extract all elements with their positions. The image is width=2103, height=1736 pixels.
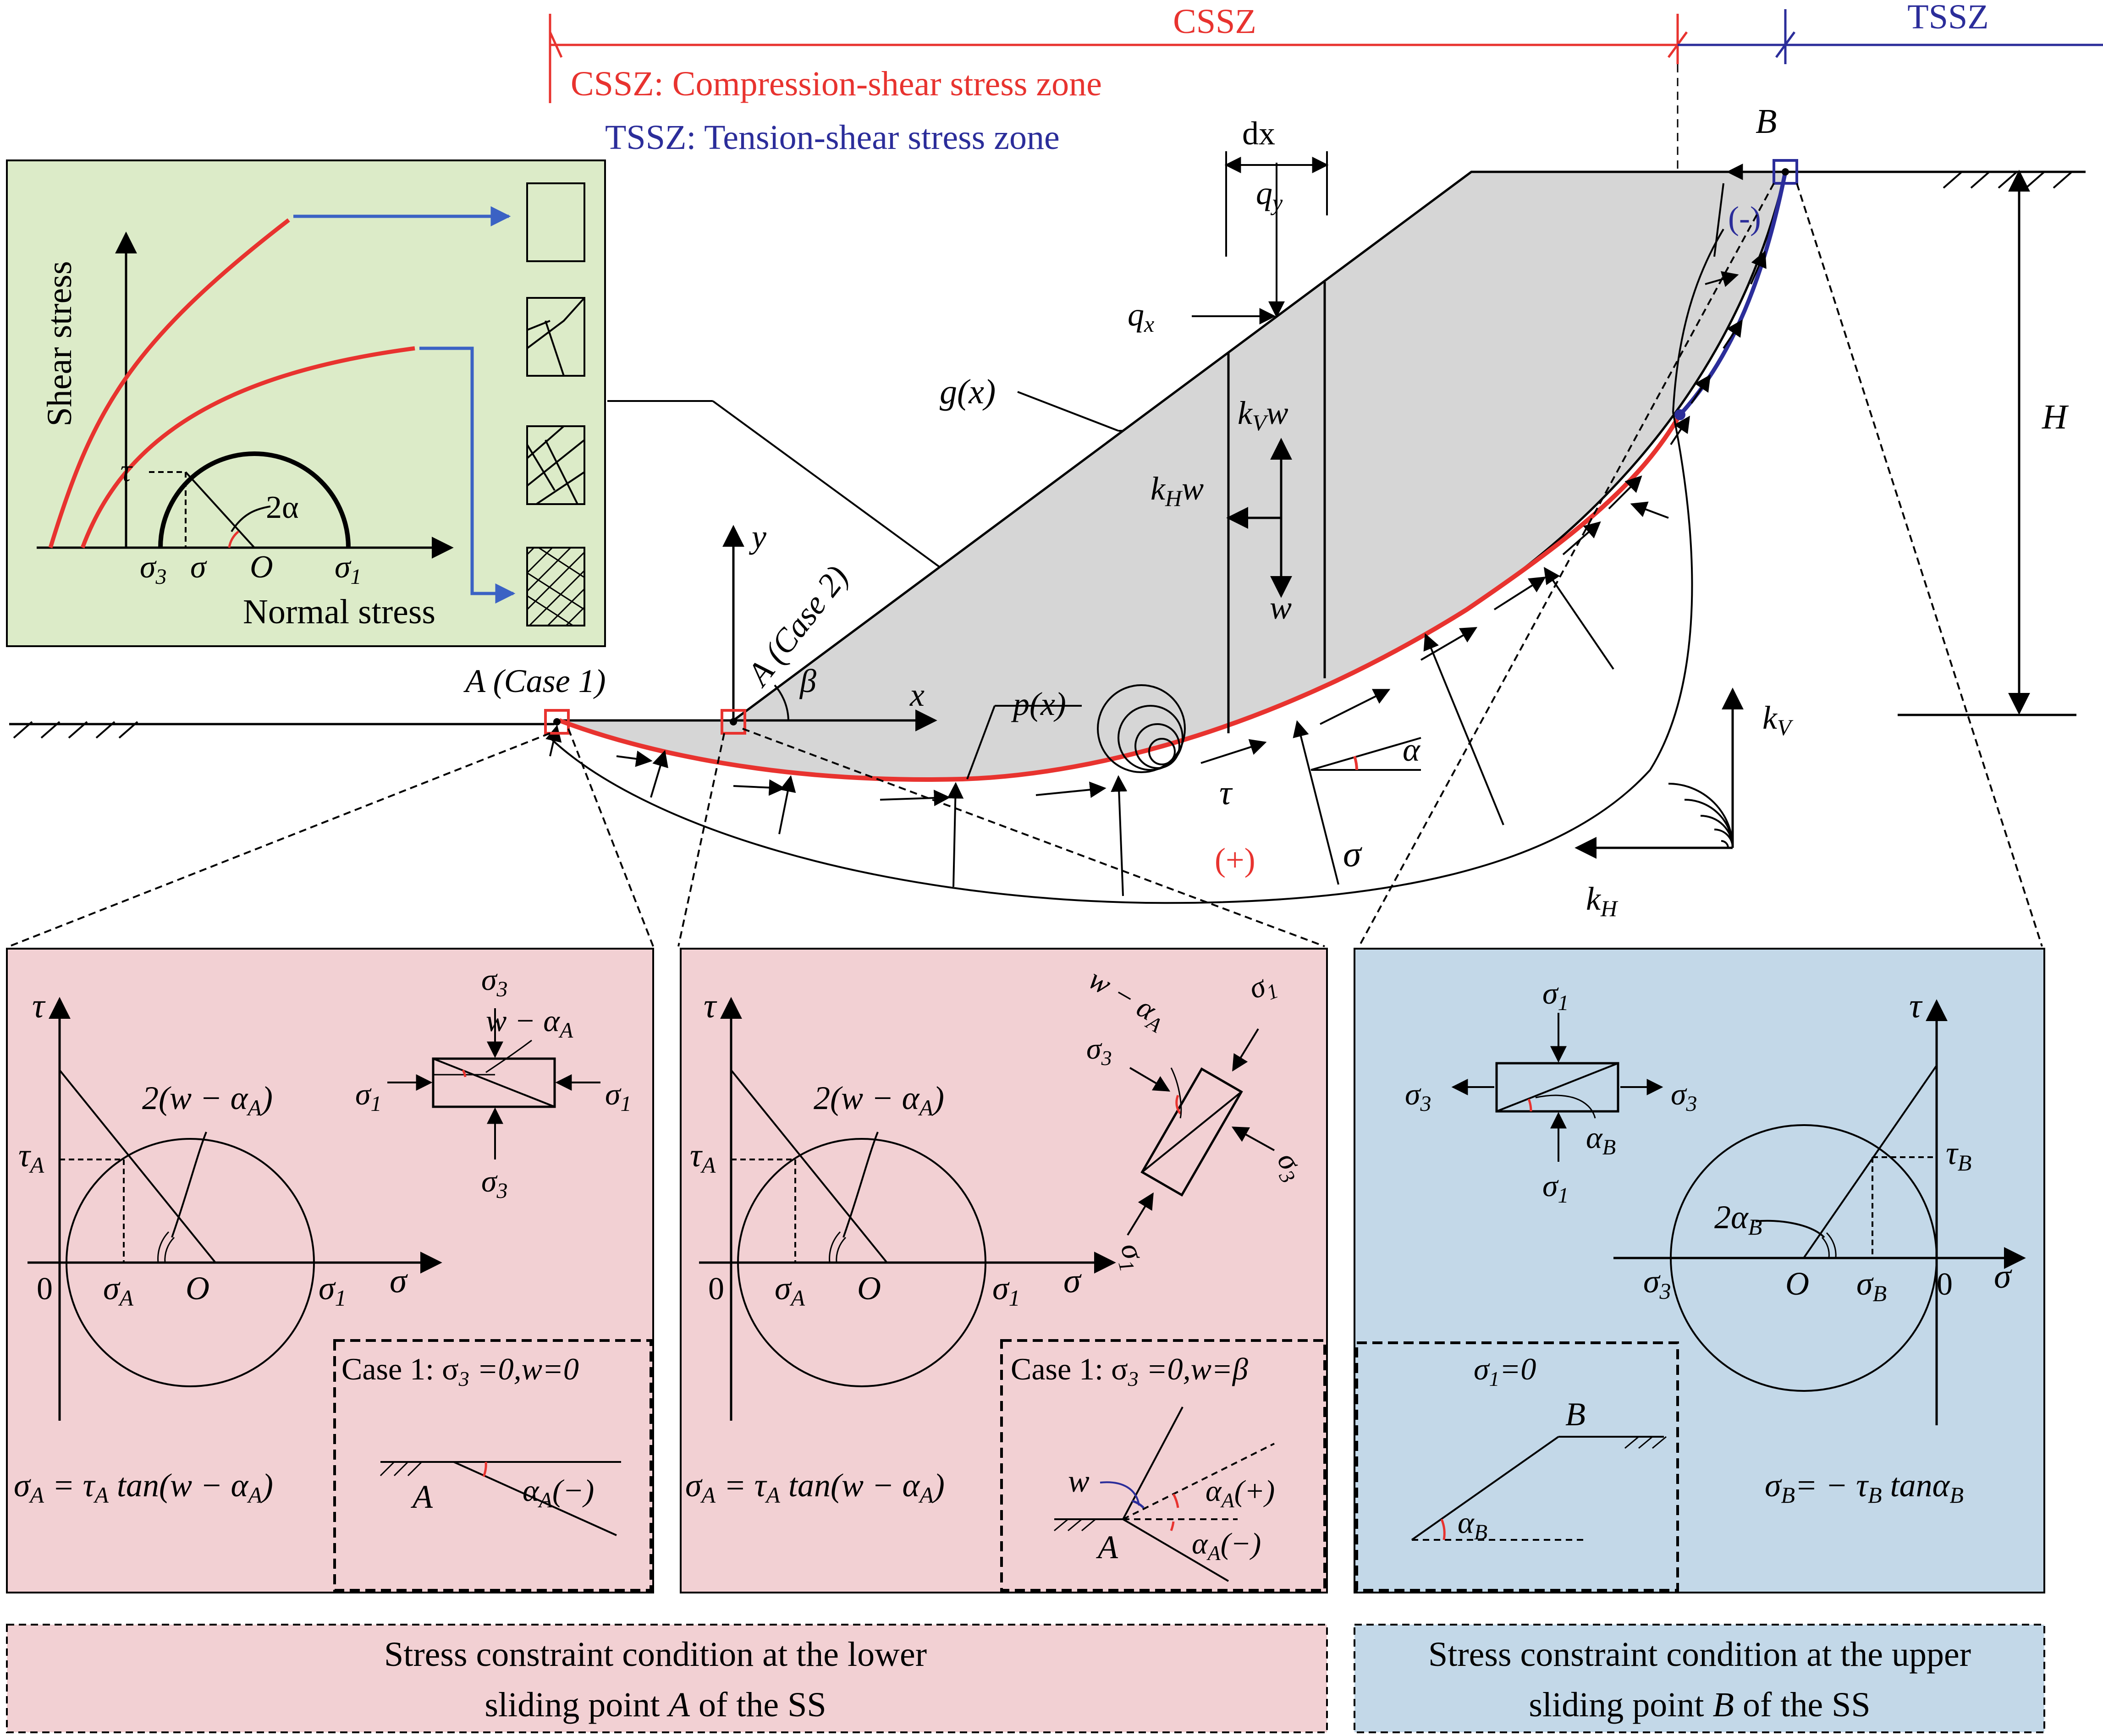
p2-sigma3-left: σ3 — [1086, 1032, 1112, 1070]
caption-upper-line2: sliding point B of the SS — [1529, 1686, 1870, 1724]
qy-label: qy — [1256, 175, 1283, 215]
p3-tau-axis: τ — [1909, 987, 1923, 1025]
gx-label: g(x) — [940, 373, 996, 411]
p2-w-label: w — [1068, 1464, 1090, 1499]
seismic-wave-circles — [1097, 684, 1186, 773]
w-label: w — [1270, 589, 1292, 626]
slope-diagram — [9, 151, 2086, 904]
p2-sigma1: σ1 — [992, 1270, 1020, 1311]
p1-sigma1: σ1 — [319, 1270, 347, 1311]
mohr-tau: τ — [120, 453, 133, 489]
mohr-sigma1: σ1 — [335, 549, 362, 589]
mohr-inset — [6, 159, 606, 647]
height-label: H — [2042, 398, 2069, 436]
p3-formula: σB= − τB tanαB — [1765, 1467, 1964, 1508]
p2-origin: O — [857, 1270, 881, 1307]
point-b-label: B — [1756, 102, 1777, 141]
p3-sigma1-bottom: σ1 — [1542, 1168, 1569, 1208]
p1-formula: σA = τA tan(w − αA) — [14, 1467, 273, 1508]
p3-point-b: B — [1565, 1396, 1586, 1433]
p1-zero: 0 — [37, 1271, 53, 1307]
p3-sigma-b: σB — [1856, 1265, 1887, 1306]
mohr-sigma: σ — [190, 549, 207, 585]
plus-sign: (+) — [1215, 841, 1255, 878]
tssz-definition: TSSZ: Tension-shear stress zone — [605, 118, 1060, 157]
p1-sigma-a: σA — [103, 1270, 134, 1311]
mohr-x-label: Normal stress — [243, 593, 435, 631]
p3-alpha-b: αB — [1586, 1120, 1616, 1159]
y-axis-label: y — [749, 518, 766, 555]
p3-tau-b: τB — [1946, 1135, 1971, 1176]
kh-axis-label: kH — [1586, 880, 1619, 921]
kv-axis-label: kV — [1762, 699, 1794, 740]
qx-label: qx — [1128, 296, 1154, 337]
x-axis-label: x — [909, 676, 925, 713]
p2-case-label: Case 1: σ3 =0,w=β — [1011, 1351, 1248, 1390]
p3-two-alpha-b: 2αB — [1714, 1199, 1762, 1240]
beta-label: β — [799, 663, 816, 699]
p1-point-a: A — [411, 1478, 433, 1515]
mohr-sigma3: σ3 — [140, 549, 167, 589]
p2-zero: 0 — [708, 1271, 724, 1307]
kvw-label: kVw — [1238, 395, 1288, 435]
tau-label: τ — [1219, 774, 1233, 812]
p2-tau-axis: τ — [704, 987, 717, 1025]
panel-case1 — [6, 948, 654, 1593]
p2-formula: σA = τA tan(w − αA) — [685, 1467, 945, 1508]
p3-sigma3-axis: σ3 — [1643, 1263, 1671, 1304]
caption-lower-line2: sliding point A of the SS — [484, 1686, 826, 1724]
p2-point-a: A — [1096, 1529, 1118, 1566]
p1-sigma1-left: σ1 — [355, 1077, 382, 1116]
mohr-origin: O — [250, 549, 273, 585]
p2-tau-a: τA — [690, 1137, 716, 1178]
mohr-y-label: Shear stress — [40, 261, 79, 427]
mohr-two-alpha: 2α — [266, 490, 299, 525]
sigma-label: σ — [1343, 834, 1362, 874]
caption-lower-line1: Stress constraint condition at the lower — [384, 1635, 927, 1674]
zoom-lines — [9, 183, 2043, 947]
dx-label: dx — [1242, 115, 1275, 152]
p1-case-label: Case 1: σ3 =0,w=0 — [341, 1351, 579, 1390]
captions — [6, 1624, 2045, 1733]
p3-case-condition: σ1=0 — [1474, 1351, 1536, 1390]
point-a-case1-label: A (Case 1) — [463, 663, 606, 699]
p3-origin: O — [1785, 1265, 1809, 1302]
p1-tau-a: τA — [18, 1137, 44, 1178]
alpha-label: α — [1403, 731, 1420, 768]
cssz-definition: CSSZ: Compression-shear stress zone — [571, 65, 1102, 103]
p1-alpha-a: αA(−) — [523, 1473, 594, 1512]
p1-element-angle: w − αA — [486, 1003, 573, 1043]
panel-case2 — [680, 948, 1328, 1593]
p1-sigma-axis: σ — [390, 1262, 408, 1300]
p3-zero: 0 — [1937, 1267, 1953, 1302]
caption-upper-line1: Stress constraint condition at the upper — [1428, 1635, 1971, 1674]
p2-alpha-plus: αA(+) — [1206, 1474, 1275, 1512]
tssz-label: TSSZ — [1907, 0, 1988, 36]
p1-angle-label: 2(w − αA) — [142, 1080, 273, 1121]
p2-angle-label: 2(w − αA) — [814, 1080, 944, 1121]
panel-upper — [1354, 948, 2045, 1593]
p3-sigma-axis: σ — [1994, 1257, 2012, 1296]
cssz-label: CSSZ — [1173, 2, 1256, 41]
khw-label: kHw — [1151, 470, 1204, 511]
p2-sigma-a: σA — [775, 1270, 805, 1311]
p3-sigma3-right: σ3 — [1671, 1077, 1697, 1116]
p1-sigma3-top: σ3 — [481, 962, 508, 1001]
p1-origin: O — [186, 1270, 209, 1307]
p1-sigma3-bottom: σ3 — [481, 1164, 508, 1203]
p1-sigma1-right: σ1 — [605, 1077, 632, 1116]
p2-sigma-axis: σ — [1063, 1262, 1082, 1300]
p1-tau-axis: τ — [32, 987, 46, 1025]
slip-surface-red — [558, 413, 1682, 782]
px-label: p(x) — [1011, 686, 1066, 722]
p2-alpha-minus: αA(−) — [1192, 1527, 1261, 1565]
p3-sigma1-top: σ1 — [1542, 976, 1569, 1015]
sliding-mass — [559, 170, 1787, 781]
p3-alpha-b-small: αB — [1458, 1505, 1487, 1544]
minus-sign: (-) — [1728, 200, 1761, 236]
sigma-envelope — [549, 412, 1693, 904]
p3-sigma3-left: σ3 — [1405, 1077, 1431, 1116]
